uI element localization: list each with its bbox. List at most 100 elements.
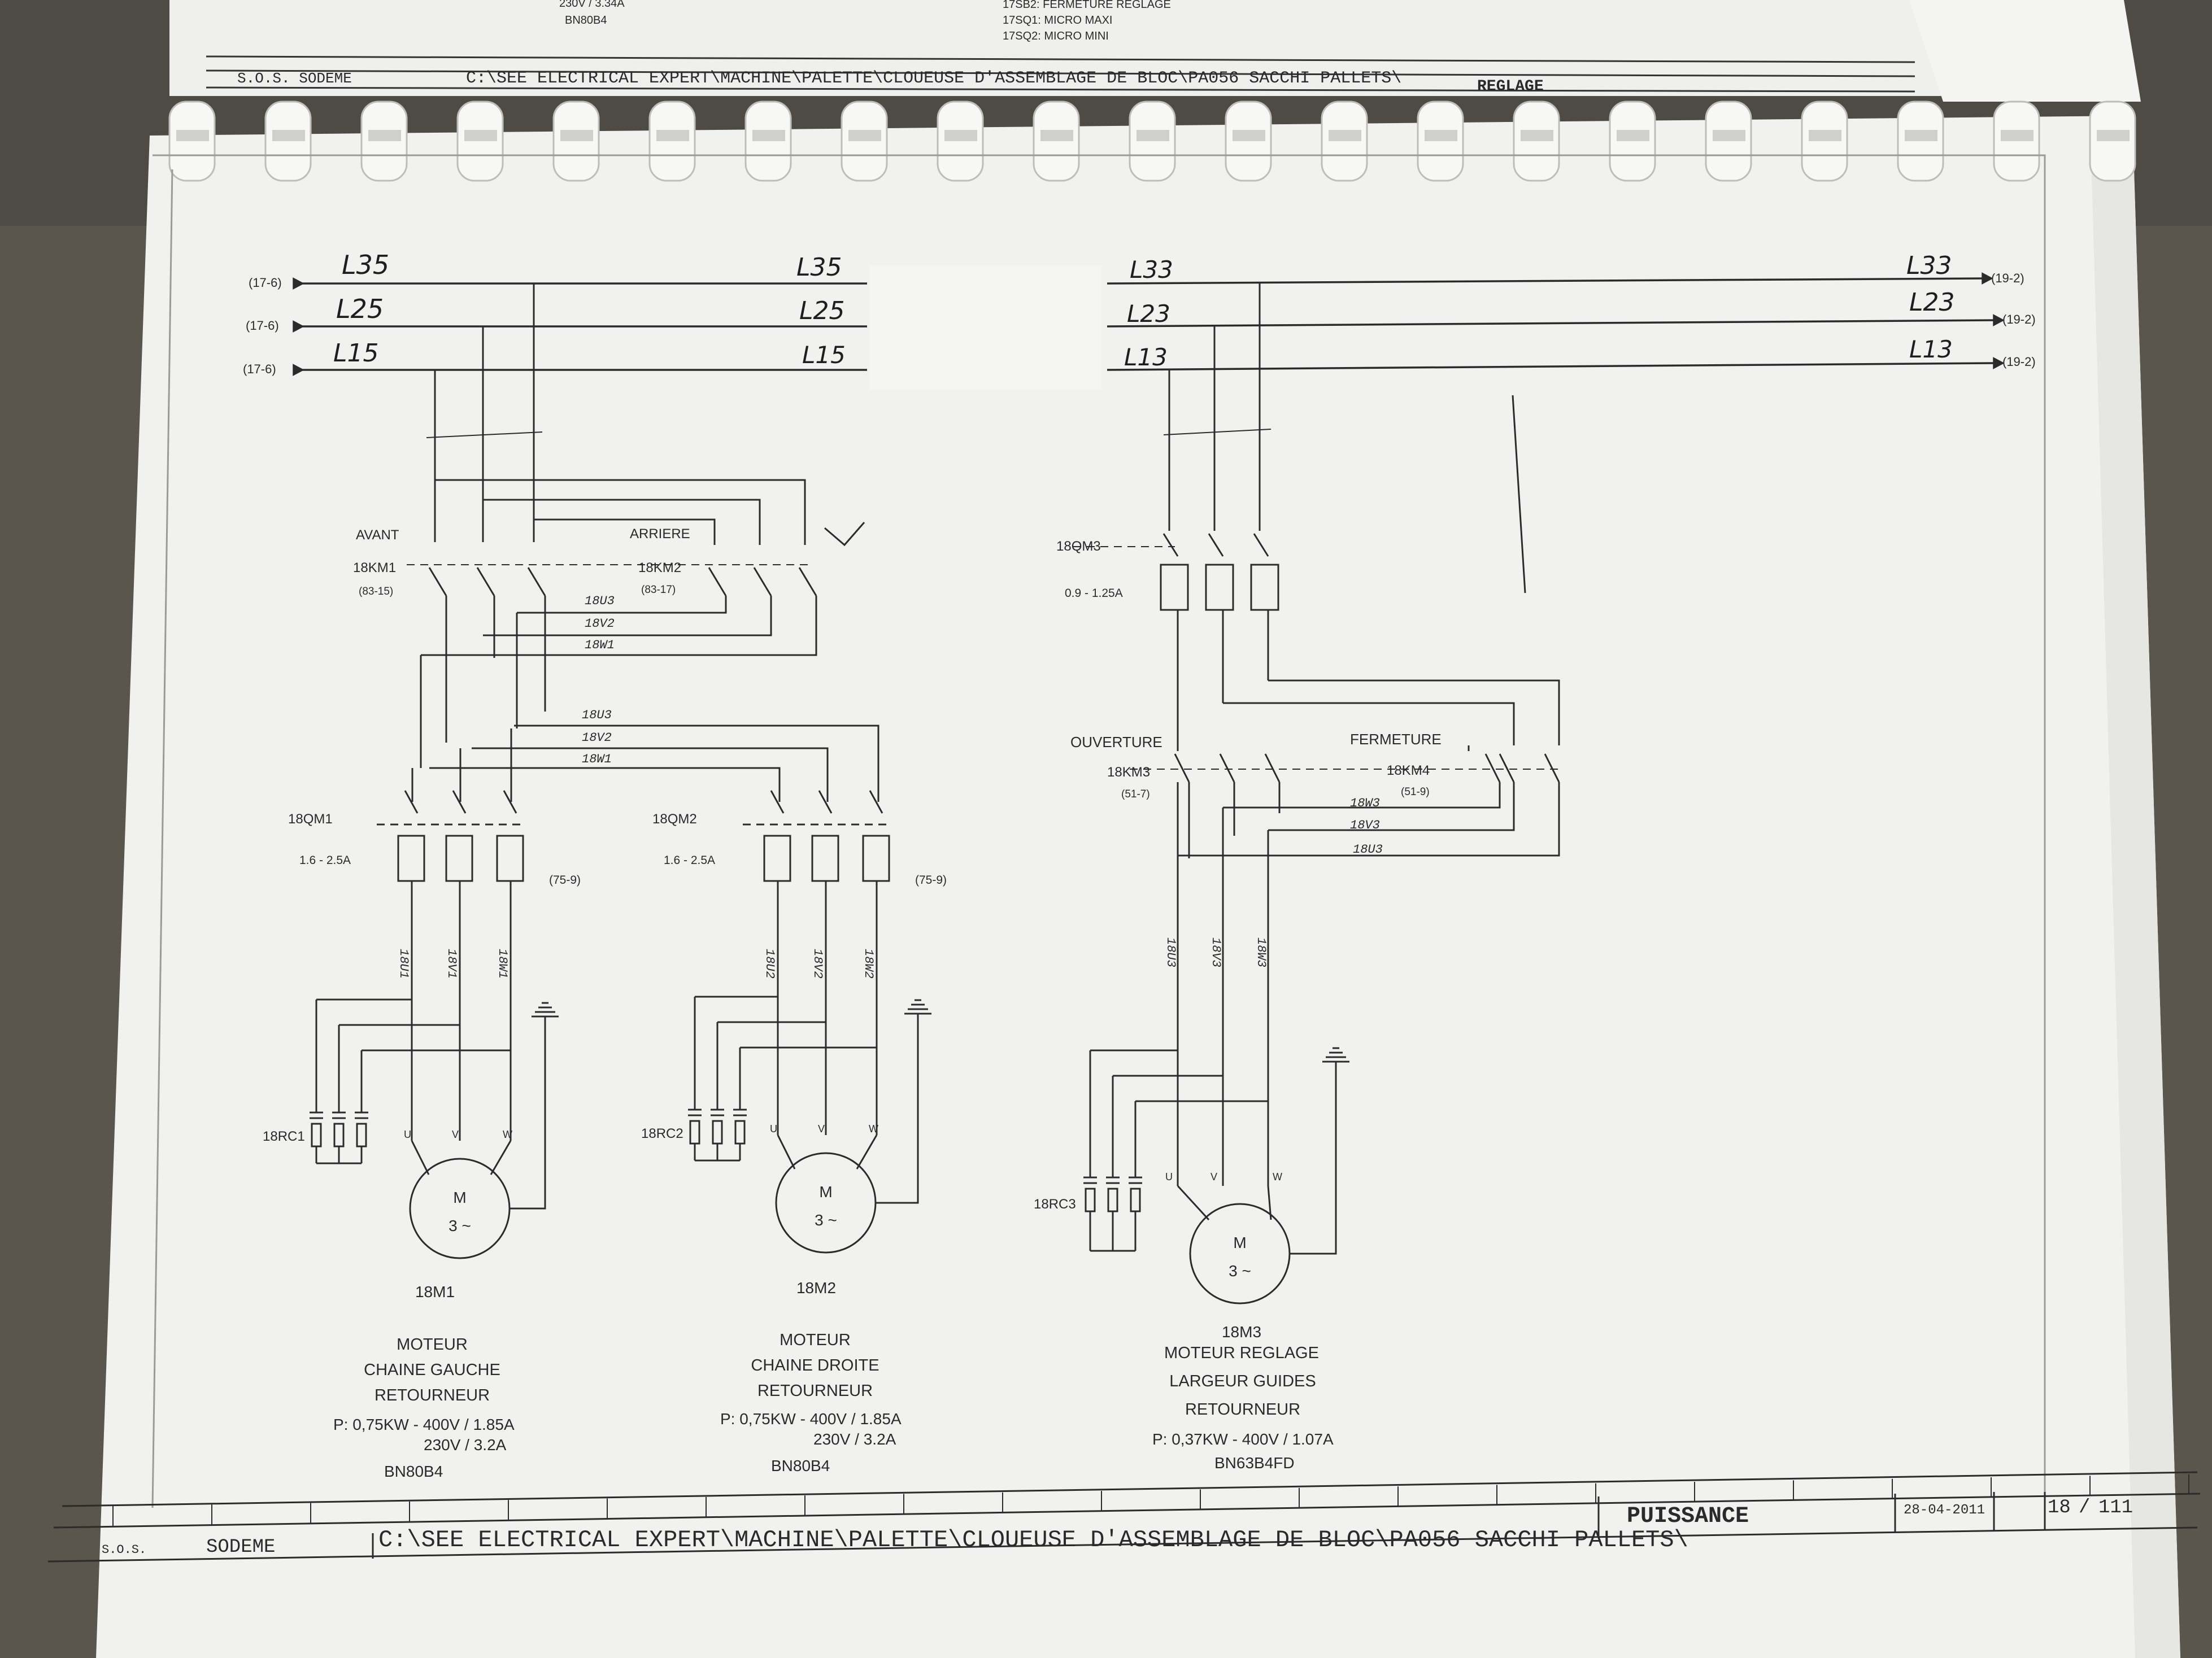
- company-code: S.O.S.: [102, 1543, 146, 1557]
- breaker-rating: 1.6 - 2.5A: [299, 854, 351, 867]
- fermeture-label: FERMETURE: [1350, 731, 1442, 748]
- binder-ring: [1801, 101, 1848, 182]
- bus-ref: (17-6): [243, 362, 276, 376]
- svg-text:P: 0,37KW - 400V / 1.07A: P: 0,37KW - 400V / 1.07A: [1152, 1430, 1334, 1448]
- binder-ring: [1513, 101, 1560, 182]
- svg-text:BN63B4FD: BN63B4FD: [1214, 1454, 1295, 1472]
- page-sheet: [96, 116, 2180, 1658]
- binder-ring: [1897, 101, 1944, 182]
- wire-label: 18U2: [763, 949, 777, 979]
- wire-label: 18V2: [582, 731, 612, 745]
- km1-tag: 18KM1: [353, 560, 396, 575]
- rc-tag: 18RC1: [263, 1129, 305, 1144]
- reversing-contactor-circuit: [407, 283, 879, 802]
- svg-text:CHAINE GAUCHE: CHAINE GAUCHE: [364, 1361, 500, 1379]
- bus-label: L15: [333, 339, 379, 368]
- wire-label: 18W1: [495, 949, 510, 979]
- power-buses: [293, 272, 2005, 376]
- wire-label: 18W3: [1350, 796, 1380, 810]
- svg-text:MOTEUR: MOTEUR: [397, 1336, 468, 1354]
- top-page: 230V / 3.34A BN80B4 17SB2: FERMETURE REG…: [169, 0, 2141, 102]
- sheet-date: 28-04-2011: [1904, 1503, 1985, 1518]
- title-block-ticks: [112, 1474, 2189, 1526]
- km2-tag: 18KM2: [638, 560, 681, 575]
- terminal-v: V: [1210, 1171, 1217, 1183]
- terminal-v: V: [818, 1123, 825, 1135]
- wire-label: 18V2: [811, 949, 825, 979]
- ouverture-label: OUVERTURE: [1070, 734, 1162, 751]
- bus-label: L13: [1124, 343, 1168, 371]
- bus-label: L13: [1909, 335, 1953, 363]
- motor-symbol: M: [453, 1189, 466, 1206]
- bus-label: L23: [1909, 288, 1955, 317]
- qm3-rating: 0.9 - 1.25A: [1065, 587, 1123, 600]
- binder-ring: [2089, 101, 2136, 182]
- svg-text:230V / 3.34A: 230V / 3.34A: [559, 0, 625, 10]
- wire-label: 18V3: [1209, 937, 1223, 967]
- wire-label: 18W3: [1254, 937, 1268, 967]
- km4-ref: (51-9): [1401, 786, 1430, 798]
- motor-symbol: M: [1233, 1234, 1246, 1251]
- svg-text:17SQ1: MICRO MAXI: 17SQ1: MICRO MAXI: [1003, 14, 1113, 27]
- binder-ring: [1705, 101, 1752, 182]
- title-block: [47, 1471, 2201, 1563]
- bus-label: L23: [1127, 300, 1170, 328]
- svg-text:REGLAGE: REGLAGE: [1477, 78, 1544, 95]
- drawing-frame: [151, 154, 2046, 1508]
- bus-label: L15: [802, 341, 846, 369]
- bus-label: L33: [1130, 256, 1173, 283]
- km3-ref: (51-7): [1121, 788, 1150, 800]
- km1-ref: (83-15): [359, 586, 393, 597]
- svg-text:RETOURNEUR: RETOURNEUR: [375, 1386, 490, 1404]
- bus-ref: (19-2): [1991, 271, 2024, 285]
- breaker-tag: 18QM2: [652, 811, 697, 827]
- motor-phase: 3 ~: [449, 1217, 471, 1234]
- svg-text:230V / 3.2A: 230V / 3.2A: [813, 1430, 896, 1448]
- bus-ref: (17-6): [249, 276, 282, 290]
- binder-ring: [1129, 101, 1176, 182]
- bus-label: L35: [342, 250, 389, 280]
- rc-tag: 18RC2: [641, 1126, 683, 1141]
- sheet-section: PUISSANCE: [1627, 1504, 1749, 1529]
- company-name: SODEME: [206, 1537, 275, 1558]
- breaker-tag: 18QM1: [288, 811, 333, 827]
- ref-label: (75-9): [915, 874, 947, 887]
- km3-tag: 18KM3: [1107, 765, 1150, 780]
- svg-text:RETOURNEUR: RETOURNEUR: [1185, 1400, 1300, 1419]
- page-total: /: [2079, 1497, 2090, 1519]
- svg-text:MOTEUR: MOTEUR: [780, 1331, 851, 1349]
- svg-text:BN80B4: BN80B4: [565, 14, 607, 27]
- binder-rings: [168, 101, 2136, 182]
- km4-tag: 18KM4: [1387, 763, 1430, 778]
- binder-ring: [1993, 101, 2040, 182]
- wire-label: 18U3: [1164, 937, 1178, 967]
- motor-descriptions: 18M1 MOTEUR CHAINE GAUCHE RETOURNEUR P: …: [333, 1279, 1334, 1480]
- terminal-v: V: [452, 1129, 459, 1140]
- wire-label: 18W1: [582, 752, 612, 766]
- svg-text:S.O.S. SODEME: S.O.S. SODEME: [237, 70, 352, 87]
- binder-ring: [552, 101, 600, 182]
- motor-phase: 3 ~: [1229, 1262, 1251, 1280]
- wire-label: 18U3: [1353, 843, 1383, 857]
- page-number: 18: [2048, 1497, 2071, 1519]
- correction-tape: [870, 265, 1101, 390]
- wire-label: 18U1: [397, 949, 411, 979]
- motor-symbol: M: [819, 1183, 832, 1201]
- bus-ref: (19-2): [2002, 355, 2036, 369]
- svg-text:18M2: 18M2: [796, 1279, 836, 1297]
- wire-label: 18U3: [582, 708, 612, 722]
- bus-label: L25: [799, 296, 845, 325]
- ref-label: (75-9): [549, 874, 581, 887]
- svg-text:17SB2: FERMETURE REGLAGE: 17SB2: FERMETURE REGLAGE: [1003, 0, 1171, 11]
- binder-ring: [264, 101, 312, 182]
- wire-label: 18V2: [585, 617, 615, 631]
- km2-ref: (83-17): [641, 584, 676, 596]
- binder-ring: [937, 101, 984, 182]
- binder-ring: [1321, 101, 1368, 182]
- svg-text:17SQ2: MICRO MINI: 17SQ2: MICRO MINI: [1003, 30, 1109, 42]
- rc-tag: 18RC3: [1034, 1197, 1076, 1212]
